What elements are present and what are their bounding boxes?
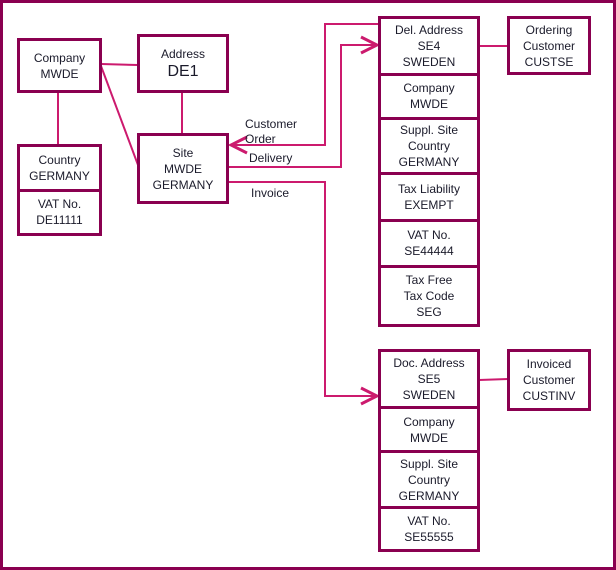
- customer-order-arrow: [231, 23, 379, 145]
- cell-line: GERMANY: [398, 155, 460, 170]
- cell-line: Suppl. Site: [399, 456, 459, 471]
- cell-line: SWEDEN: [402, 54, 456, 69]
- cell-line: CUSTINV: [522, 389, 576, 403]
- address-value: DE1: [167, 62, 199, 80]
- cell-line: EXEMPT: [404, 197, 454, 212]
- cell-line: CUSTSE: [524, 54, 574, 69]
- cell-line: SEG: [416, 304, 442, 319]
- cell-line: Doc. Address: [393, 356, 465, 371]
- company-site-line: [100, 65, 139, 166]
- delivery-label: Delivery: [249, 151, 293, 165]
- customer-order-label: Customer Order: [245, 117, 298, 146]
- cell-line: VAT No.: [407, 513, 451, 528]
- cell-line: Tax Free: [405, 272, 453, 287]
- company-address-line: [100, 63, 139, 66]
- country-value: GERMANY: [29, 168, 90, 183]
- site-country: GERMANY: [152, 177, 214, 192]
- cell-line: Country: [407, 472, 451, 487]
- cell-line: SE4: [417, 38, 441, 53]
- cell-line: Suppl. Site: [399, 123, 459, 138]
- vat-title: VAT No.: [37, 197, 82, 212]
- cell-line: SE5: [417, 372, 441, 387]
- cell-line: Company: [403, 81, 455, 96]
- company-value: MWDE: [40, 66, 79, 81]
- invoice-arrow: [229, 181, 377, 396]
- cell-line: MWDE: [410, 430, 448, 445]
- company-title: Company: [33, 50, 86, 65]
- invoice-label: Invoice: [251, 186, 290, 200]
- cell-line: Tax Liability: [397, 181, 461, 196]
- address-title: Address: [160, 46, 206, 61]
- site-value: MWDE: [164, 161, 202, 176]
- cell-line: Tax Code: [403, 288, 455, 303]
- cell-line: Company: [403, 414, 455, 429]
- cell-line: Customer: [522, 38, 575, 53]
- country-title: Country: [38, 152, 81, 167]
- cell-line: MWDE: [410, 97, 448, 112]
- stack-cell: VAT No.SE55555: [381, 505, 477, 549]
- cell-line: Del. Address: [394, 22, 464, 37]
- cell-line: Customer: [522, 373, 575, 387]
- cell-line: Country: [407, 139, 451, 154]
- cell-line: GERMANY: [398, 488, 460, 503]
- stack-cell: VAT No.SE44444: [381, 218, 477, 265]
- cell-line: SWEDEN: [402, 388, 456, 403]
- vat-value: DE11111: [36, 213, 83, 228]
- site-title: Site: [172, 145, 194, 160]
- cell-line: SE55555: [404, 529, 454, 544]
- cell-line: VAT No.: [407, 228, 451, 243]
- delivery-arrow: [229, 45, 377, 168]
- invoiced-customer-line: [478, 378, 509, 381]
- cell-line: SE44444: [404, 244, 454, 259]
- cell-line: Invoiced: [526, 357, 572, 371]
- cell-line: Ordering: [525, 22, 573, 37]
